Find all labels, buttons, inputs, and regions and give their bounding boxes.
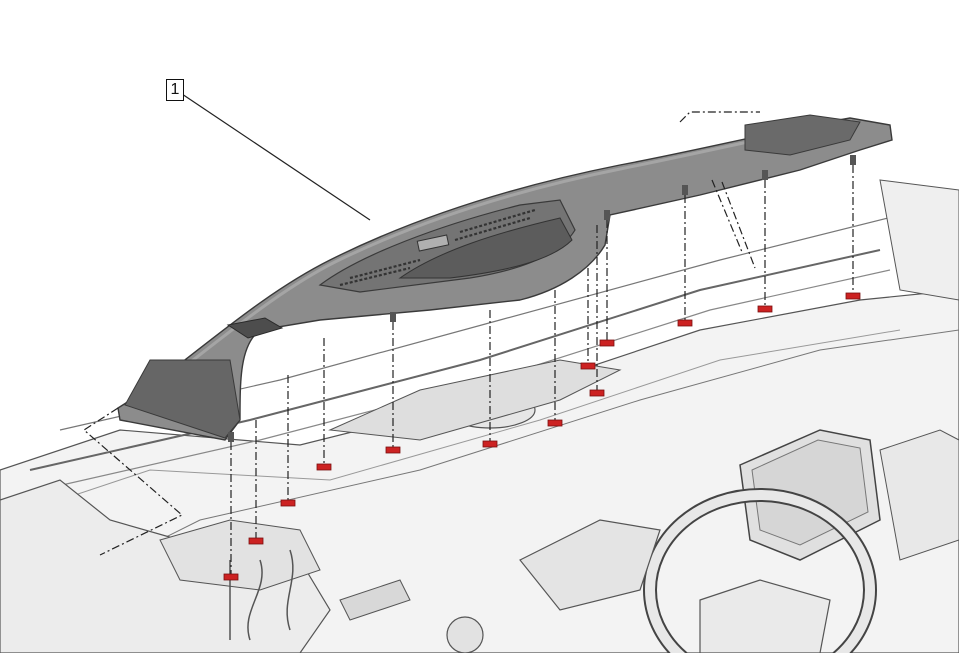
steering-wheel [643,488,877,653]
panel-clip-posts [228,155,856,442]
clip-6 [580,362,596,370]
installation-dash-lines [83,111,854,576]
clip-3 [845,292,861,300]
left-bracket-assembly [0,479,331,653]
callout-label-1: 1 [166,79,184,101]
clip-10 [316,463,332,471]
clip-12 [248,537,264,545]
dash-vent-openings [339,519,661,653]
right-side-trim [879,179,959,561]
upper-dash-trim-panel [117,114,893,442]
clip-4 [599,339,615,347]
clip-2 [757,305,773,313]
callout-leader-1 [181,93,371,221]
clip-9 [385,446,401,454]
retaining-clips [223,292,861,581]
clip-13 [223,573,239,581]
clip-1 [677,319,693,327]
clip-7 [547,419,563,427]
clip-5 [589,389,605,397]
clip-11 [280,499,296,507]
clip-8 [482,440,498,448]
